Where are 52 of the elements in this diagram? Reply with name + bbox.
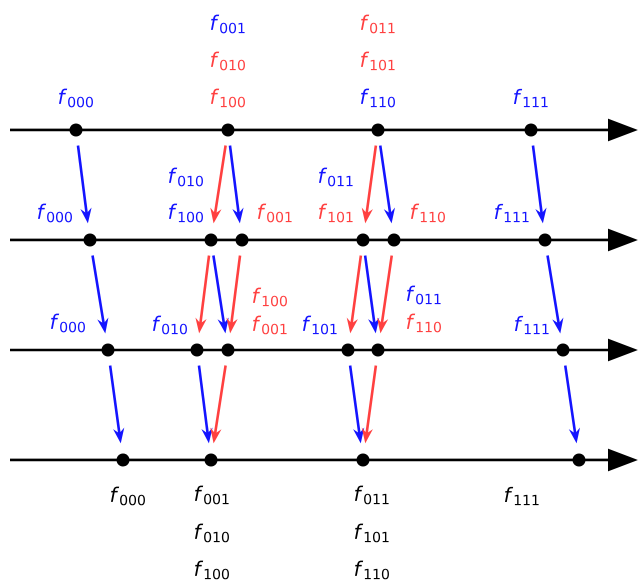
function-label: f$_{011}$: [318, 168, 353, 186]
function-label: f$_{100}$: [168, 204, 203, 222]
function-label: f$_{110}$: [406, 314, 441, 332]
function-label: f$_{100}$: [210, 88, 245, 108]
dot: [222, 124, 234, 136]
dot: [84, 234, 96, 246]
dot: [236, 234, 248, 246]
dot: [388, 234, 400, 246]
dot: [356, 234, 370, 246]
dot: [538, 234, 552, 246]
dot: [116, 453, 130, 466]
function-label: f$_{000}$: [110, 486, 145, 506]
dot: [524, 124, 538, 136]
function-label: f$_{000}$: [58, 88, 93, 108]
function-label: f$_{010}$: [152, 316, 187, 334]
dot: [572, 453, 586, 466]
function-label: f$_{001}$: [252, 316, 287, 334]
function-label: f$_{110}$: [354, 560, 389, 580]
function-label: f$_{011}$: [406, 286, 441, 304]
function-label: f$_{000}$: [50, 314, 85, 332]
function-label: f$_{000}$: [38, 204, 72, 222]
function-label: f$_{101}$: [302, 316, 337, 334]
function-label: f$_{010}$: [210, 52, 245, 70]
function-label: f$_{010}$: [168, 168, 203, 186]
dot: [204, 453, 218, 466]
function-label: f$_{001}$: [210, 14, 245, 34]
function-label: f$_{100}$: [252, 288, 287, 306]
function-label: f$_{111}$: [504, 486, 539, 506]
dot: [342, 343, 354, 356]
dot: [190, 343, 204, 356]
function-label: f$_{101}$: [318, 204, 353, 222]
function-label: f$_{110}$: [360, 88, 395, 108]
function-label: f$_{001}$: [258, 204, 292, 222]
dot: [70, 124, 82, 136]
dot: [556, 343, 570, 356]
function-label: f$_{101}$: [360, 52, 395, 70]
function-label: f$_{111}$: [494, 204, 529, 222]
function-label: f$_{111}$: [514, 316, 549, 334]
function-label: f$_{011}$: [354, 486, 389, 504]
function-label: f$_{110}$: [410, 204, 445, 222]
dot: [102, 343, 114, 356]
function-label: f$_{111}$: [514, 88, 548, 108]
function-label: f$_{100}$: [194, 560, 229, 580]
function-label: f$_{001}$: [194, 486, 229, 504]
dot: [222, 343, 234, 356]
dot: [372, 343, 384, 356]
function-label: f$_{010}$: [194, 524, 229, 542]
dot: [204, 234, 218, 246]
dot: [372, 124, 384, 136]
dot: [356, 453, 370, 466]
function-label: f$_{011}$: [360, 14, 395, 34]
function-label: f$_{101}$: [354, 524, 389, 542]
